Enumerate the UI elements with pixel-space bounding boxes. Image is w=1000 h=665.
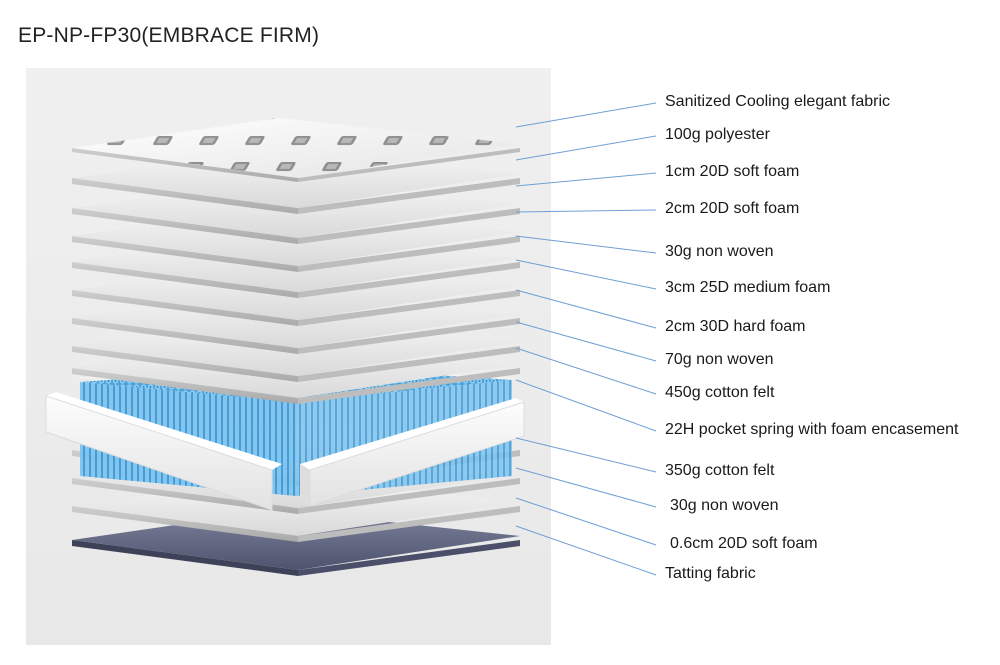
leader-line-6 xyxy=(515,259,657,290)
layer-label-6: 3cm 25D medium foam xyxy=(665,279,831,296)
leader-line-10 xyxy=(515,379,657,432)
layer-label-12: 30g non woven xyxy=(670,497,779,514)
leader-line-9 xyxy=(515,347,657,395)
layer-label-10: 22H pocket spring with foam encasement xyxy=(665,421,959,438)
layer-label-7: 2cm 30D hard foam xyxy=(665,318,806,335)
leader-line-3 xyxy=(515,172,657,187)
leader-line-13 xyxy=(515,497,657,546)
left-rail-top xyxy=(46,392,282,470)
layer-sheet-1 xyxy=(72,118,520,182)
layer-label-1: Sanitized Cooling elegant fabric xyxy=(665,93,891,110)
right-foam-rail xyxy=(309,401,525,507)
layer-label-2: 100g polyester xyxy=(665,126,770,143)
leader-line-12 xyxy=(515,467,657,508)
leader-lines xyxy=(515,102,657,576)
page-title: EP-NP-FP30(EMBRACE FIRM) xyxy=(18,24,320,47)
layer-label-8: 70g non woven xyxy=(665,351,774,368)
right-rail-end xyxy=(300,464,310,506)
left-foam-rail xyxy=(45,395,273,511)
layer-label-5: 30g non woven xyxy=(665,243,774,260)
leader-line-8 xyxy=(515,321,657,362)
layer-label-4: 2cm 20D soft foam xyxy=(665,200,800,217)
leader-line-4 xyxy=(515,209,657,213)
leader-line-11 xyxy=(515,437,657,473)
leader-line-14 xyxy=(515,525,657,576)
leader-line-7 xyxy=(515,289,657,329)
leader-line-1 xyxy=(515,102,657,128)
layer-label-14: Tatting fabric xyxy=(665,565,756,582)
layer-label-3: 1cm 20D soft foam xyxy=(665,163,800,180)
layer-label-9: 450g cotton felt xyxy=(665,384,775,401)
leader-line-5 xyxy=(515,235,657,254)
right-rail-top xyxy=(300,398,524,470)
leader-line-2 xyxy=(515,135,657,161)
layer-label-11: 350g cotton felt xyxy=(665,462,775,479)
layer-label-13: 0.6cm 20D soft foam xyxy=(670,535,818,552)
upper-layer-stack xyxy=(72,118,520,404)
